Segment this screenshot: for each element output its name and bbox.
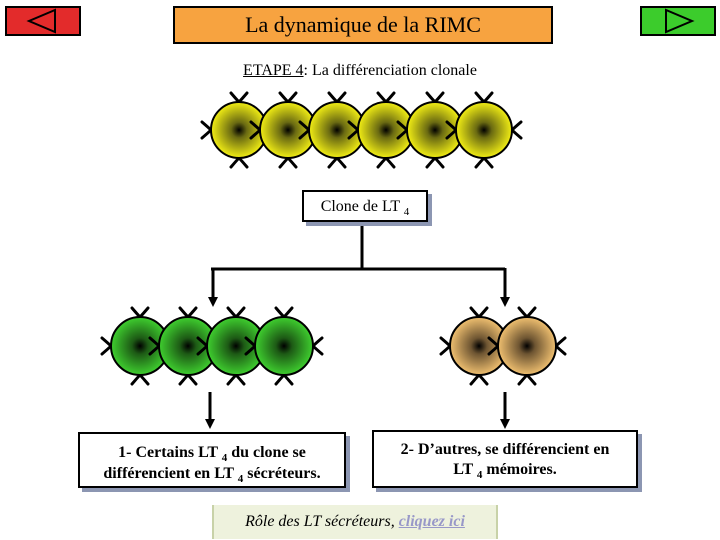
connector-lines bbox=[205, 224, 510, 429]
memory-text-2b: mémoires. bbox=[486, 461, 557, 478]
green-secretory-cell bbox=[100, 306, 180, 386]
triangle-left-icon bbox=[26, 8, 56, 34]
effector-text-2a: différencient en LT bbox=[103, 465, 234, 482]
effector-sub-1: 4 bbox=[221, 452, 228, 464]
title-text: La dynamique de la RIMC bbox=[245, 12, 481, 37]
lt4-clone-cells bbox=[200, 91, 523, 169]
secretory-lt4-cells bbox=[100, 306, 324, 386]
effector-label-box: 1- Certains LT 4 du clone se différencie… bbox=[78, 432, 346, 488]
triangle-right-icon bbox=[665, 8, 695, 34]
memory-lt4-cells bbox=[439, 306, 567, 386]
clone-label-box: Clone de LT 4 bbox=[302, 190, 428, 222]
effector-text-1a: 1- Certains LT bbox=[118, 444, 218, 461]
step-description: : La différenciation clonale bbox=[303, 62, 477, 79]
memory-text-1: 2- D’autres, se différencient en bbox=[400, 441, 610, 458]
effector-text-2b: sécréteurs. bbox=[247, 465, 321, 482]
clone-label-subscript: 4 bbox=[403, 206, 410, 218]
effector-text-1b: du clone se bbox=[231, 444, 306, 461]
orange-memory-cell bbox=[487, 306, 567, 386]
green-secretory-cell bbox=[148, 306, 228, 386]
memory-label-box: 2- D’autres, se différencient en LT 4 mé… bbox=[372, 430, 638, 488]
yellow-lt4-cell bbox=[445, 91, 523, 169]
green-secretory-cell bbox=[244, 306, 324, 386]
role-link-box: Rôle des LT sécréteurs, cliquez ici bbox=[212, 505, 498, 539]
click-here-link[interactable]: cliquez ici bbox=[398, 513, 465, 530]
effector-sub-2: 4 bbox=[237, 473, 244, 485]
memory-text-2a: LT bbox=[453, 461, 473, 478]
next-button[interactable] bbox=[640, 6, 716, 36]
memory-sub-2: 4 bbox=[476, 469, 483, 481]
page-title: La dynamique de la RIMC bbox=[173, 6, 553, 44]
step-subtitle: ETAPE 4: La différenciation clonale bbox=[0, 62, 720, 80]
clone-label: Clone de LT bbox=[320, 198, 400, 215]
previous-button[interactable] bbox=[5, 6, 81, 36]
role-text: Rôle des LT sécréteurs, bbox=[245, 513, 395, 530]
step-label: ETAPE 4 bbox=[243, 62, 304, 79]
